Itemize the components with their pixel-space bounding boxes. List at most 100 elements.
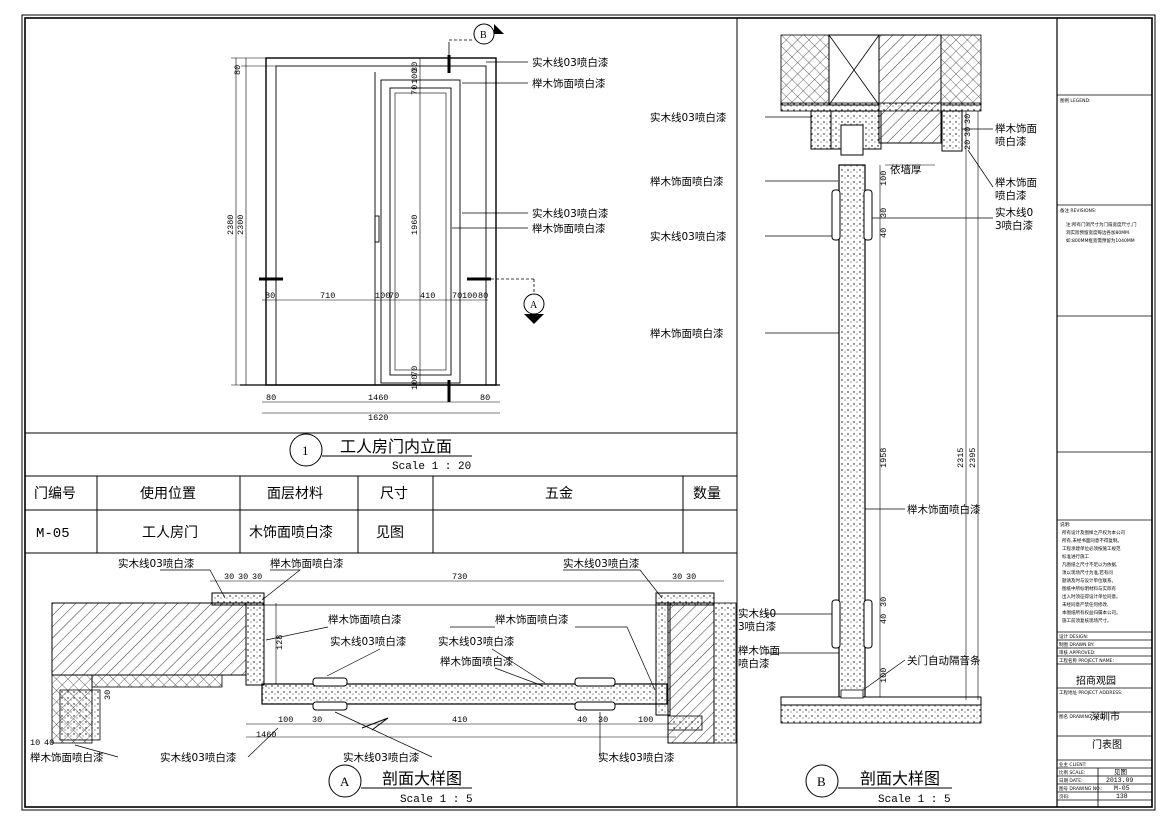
tb-project-label: 工程名称 PROJECT NAME:	[1059, 657, 1114, 664]
section-b-dim-30-low: 30	[879, 597, 889, 607]
dim-2380: 2380	[226, 215, 236, 235]
section-a-title: 剖面大样图	[382, 769, 462, 788]
tb-explanation-12: 施工前须复核现场尺寸。	[1062, 617, 1112, 624]
section-b-callouts-right: 榉木饰面 喷白漆 榉木饰面 喷白漆 实木线0 3喷白漆 榉木饰面喷白漆 关门自动…	[890, 122, 1037, 667]
tb-revision-note-1: 注:所有门洞尺寸为门扇宽度尺寸,门	[1066, 221, 1137, 228]
dim-row-100-right: 100	[462, 291, 477, 301]
tb-explanation-label: 说明:	[1060, 521, 1071, 528]
section-b-callout-l3: 实木线03喷白漆	[650, 230, 727, 243]
section-b-callout-l8: 喷白漆	[738, 657, 770, 670]
section-a-callout-11: 实木线03喷白漆	[343, 751, 420, 764]
section-b-drawing	[780, 34, 982, 724]
elevation-callout-leaders	[452, 61, 528, 229]
section-b-leaders	[765, 116, 994, 691]
elevation-callout-1: 实木线03喷白漆	[532, 56, 609, 69]
section-b-callout-r1: 榉木饰面	[995, 122, 1037, 135]
section-b-callout-l6: 3喷白漆	[738, 620, 777, 633]
tb-explanation-8: 图纸中所标明材料与实际有	[1062, 585, 1116, 592]
tb-client-label: 业主 CLIENT:	[1059, 761, 1086, 768]
dim-bottom-100: 100	[410, 375, 420, 390]
section-b-title: 剖面大样图	[860, 769, 940, 788]
tb-explanation-11: 本图纸所有权益归属本公司。	[1062, 609, 1121, 616]
dim-row-70-left: 70	[389, 291, 399, 301]
section-a-dim-1460: 1460	[256, 730, 276, 740]
elevation-scale: Scale 1 : 20	[392, 461, 471, 473]
tb-explanation-6: 须以现场尺寸为准,若有问	[1062, 569, 1113, 576]
section-b-callouts-left: 实木线03喷白漆 榉木饰面喷白漆 实木线03喷白漆 榉木饰面喷白漆 实木线0 3…	[650, 111, 780, 670]
section-b-callout-l5: 实木线0	[738, 607, 776, 620]
dim-80-top: 80	[233, 65, 243, 75]
section-a-dim-10: 10	[30, 738, 40, 748]
dim-row-100-left: 100	[375, 291, 390, 301]
dim-center-30: 30	[410, 62, 420, 72]
elevation-drawing	[231, 23, 545, 414]
tb-drawing-no-label: 图号 DRAWING NO.:	[1059, 786, 1102, 792]
section-b-dim-2315: 2315	[956, 448, 966, 468]
section-b-callout-l1: 实木线03喷白漆	[650, 111, 727, 124]
tb-explanation-9: 出入时须征得设计单位同意。	[1062, 593, 1121, 600]
dim-row-80-right: 80	[478, 291, 488, 301]
section-a-dim-100-left: 100	[278, 715, 293, 725]
tb-drawing-title: 门表图	[1092, 738, 1122, 751]
sheet-border	[21, 14, 1156, 811]
section-a-callout-1: 实木线03喷白漆	[118, 557, 195, 570]
tb-drawing-title-label: 图名 DRAWING TITLE:	[1059, 713, 1106, 720]
dim-1960: 1960	[410, 215, 420, 235]
section-a-dim-128: 128	[275, 635, 285, 650]
section-a-dim-410: 410	[452, 715, 467, 725]
section-a-dim-40-left: 40	[44, 738, 54, 748]
tb-scale-value: 见图	[1114, 768, 1127, 776]
section-a-dim-730: 730	[452, 572, 467, 582]
section-b-callout-r3: 榉木饰面	[995, 176, 1037, 189]
section-b-callout-r5: 实木线0	[995, 206, 1033, 219]
dim-bottom-70: 70	[410, 366, 420, 376]
section-a-dim-30-vert: 30	[103, 690, 113, 700]
tb-approved-label: 审核 APPROVED:	[1059, 649, 1095, 656]
section-b-dim-30-mid: 30	[879, 208, 889, 218]
section-a-title-circle	[328, 764, 362, 798]
schedule-cell-finish: 木饰面喷白漆	[249, 525, 333, 541]
section-b-dim-30-b: 30	[963, 127, 973, 137]
section-a-callout-5: 榉木饰面喷白漆	[495, 613, 569, 626]
schedule-header-door-no: 门编号	[34, 486, 76, 502]
tb-explanation-2: 所有,未经书面同意不得复制。	[1062, 537, 1122, 544]
section-a-callout-6: 实木线03喷白漆	[438, 635, 515, 648]
tb-explanation-1: 所有设计及图样之产权为本公司	[1062, 529, 1125, 536]
elevation-callout-2: 榉木饰面喷白漆	[532, 77, 606, 90]
section-a-title-marker: A	[340, 774, 350, 789]
dim-row-410: 410	[420, 291, 435, 301]
tb-revision-note-2: 洞实际预留宽度每边各加80MM.	[1066, 229, 1130, 236]
section-b-callout-r2: 喷白漆	[995, 135, 1027, 148]
section-a-callout-9: 榉木饰面喷白漆	[30, 751, 104, 764]
section-b-callout-r7: 榉木饰面喷白漆	[907, 503, 981, 516]
tb-scale-label: 比例 SCALE:	[1059, 769, 1085, 776]
title-block-values: 招商观园 深圳市 门表图 见图 2013.09 M-05 138	[1076, 674, 1133, 800]
elevation-callout-4: 榉木饰面喷白漆	[532, 222, 606, 235]
section-b-callout-r4: 喷白漆	[995, 189, 1027, 202]
dim-row-710: 710	[320, 291, 335, 301]
section-b-callout-r8: 关门自动隔音条	[907, 654, 981, 667]
schedule-header-size: 尺寸	[380, 486, 408, 502]
section-a-drawing	[51, 580, 737, 744]
elevation-title-circle	[289, 433, 323, 467]
schedule-row: M-05 工人房门 木饰面喷白漆 见图	[36, 525, 404, 542]
section-a-callout-3: 榉木饰面喷白漆	[328, 613, 402, 626]
dim-1620: 1620	[368, 413, 388, 423]
schedule-header-finish: 面层材料	[267, 486, 323, 502]
section-a-dims: 30 30 30 730 30 30 100 30 410 40 30 100 …	[30, 572, 696, 748]
tb-drawn-label: 制图 DRAWN BY:	[1059, 641, 1094, 648]
schedule-cell-size: 见图	[376, 525, 404, 541]
section-a-dim-30-c: 30	[252, 572, 262, 582]
section-b-dim-1958: 1958	[879, 448, 889, 468]
tb-address: 深圳市	[1090, 710, 1120, 723]
section-b-dims: 30 30 20 100 30 40 1958 2315 2395 30 40 …	[879, 114, 978, 683]
section-a-dim-30-left: 30	[312, 715, 322, 725]
tb-explanation-3: 工程承建单位必须按施工规范	[1062, 545, 1121, 552]
elevation-callouts: 实木线03喷白漆 榉木饰面喷白漆 实木线03喷白漆 榉木饰面喷白漆	[532, 56, 609, 235]
section-b-dim-100-low: 100	[879, 668, 889, 683]
section-a-callout-12: 实木线03喷白漆	[598, 751, 675, 764]
dim-bottom-80-right: 80	[480, 393, 490, 403]
dim-row-80-left: 80	[265, 291, 275, 301]
tb-design-label: 设计 DESIGN:	[1059, 633, 1088, 640]
